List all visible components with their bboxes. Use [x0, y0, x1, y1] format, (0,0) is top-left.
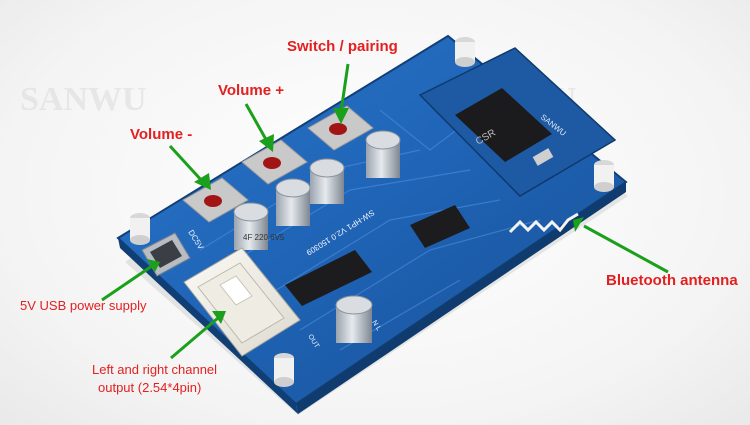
antenna-trace — [508, 212, 579, 234]
amp-chip — [410, 205, 470, 248]
capacitor-1: 4F 220 6V5 — [233, 202, 285, 250]
arrow-volume-plus — [244, 103, 274, 152]
label-output-line2: output (2.54*4pin) — [98, 380, 202, 395]
bluetooth-module: CSR SANWU — [418, 47, 617, 234]
capacitor-3 — [309, 158, 345, 204]
gnd-pin-label: N L — [370, 319, 382, 332]
label-volume-plus: Volume + — [218, 82, 284, 99]
cap-label: 4F 220 6V5 — [243, 233, 285, 242]
audio-output-connector: OUT — [183, 247, 320, 357]
label-usb-power: 5V USB power supply — [20, 298, 147, 313]
arrow-bluetooth — [573, 217, 669, 274]
capacitor-5 — [335, 295, 373, 343]
mounting-post-top — [455, 37, 475, 67]
mounting-post-left — [130, 213, 150, 245]
driver-chip — [285, 250, 372, 306]
arrow-usb — [101, 259, 160, 302]
pairing-button — [307, 105, 374, 151]
arrow-volume-minus — [168, 144, 211, 190]
label-output-line1: Left and right channel — [92, 362, 218, 377]
mounting-post-right — [594, 160, 614, 192]
annotation-arrows — [101, 63, 669, 360]
arrow-output — [170, 311, 226, 360]
volume-minus-button — [182, 177, 249, 223]
mounting-post-bottom — [274, 353, 294, 387]
capacitor-2 — [275, 178, 311, 226]
watermark-left: SANWU — [20, 81, 147, 118]
capacitor-4 — [365, 130, 401, 178]
label-volume-minus: Volume - — [130, 126, 193, 143]
arrow-pairing — [333, 63, 350, 124]
label-bluetooth-antenna: Bluetooth antenna — [606, 272, 738, 289]
label-switch-pairing: Switch / pairing — [287, 38, 398, 55]
